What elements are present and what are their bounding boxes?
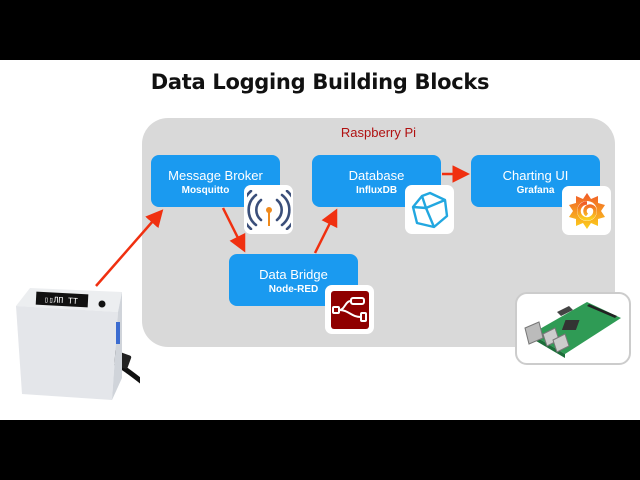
diagram-canvas: Data Logging Building Blocks Raspberry P…	[0, 60, 640, 420]
block-software: Mosquitto	[181, 185, 230, 196]
flow-arrows	[95, 165, 470, 287]
grafana-icon	[562, 186, 611, 235]
block-software: InfluxDB	[355, 185, 398, 196]
block-name: Database	[348, 168, 405, 183]
block-software: Node-RED	[268, 284, 319, 295]
arrow-device-to-broker	[95, 209, 164, 287]
block-name: Charting UI	[502, 168, 569, 183]
block-name: Data Bridge	[259, 267, 328, 282]
panel-label: Raspberry Pi	[340, 125, 417, 140]
oled-display	[35, 291, 89, 308]
mosquitto-icon	[244, 185, 293, 234]
node-red-icon	[325, 285, 374, 334]
diagram-title: Data Logging Building Blocks	[150, 70, 490, 94]
block-name: Message Broker	[168, 168, 263, 183]
svg-text:▯▯ЛП ТТ: ▯▯ЛП ТТ	[44, 295, 78, 306]
block-software: Grafana	[516, 185, 555, 196]
raspberry-pi-board	[515, 292, 631, 365]
arrow-bridge-to-database	[313, 208, 338, 254]
block-message-broker: Message Broker Mosquitto	[151, 155, 280, 207]
sensor-device: ▯▯ЛП ТТ	[16, 288, 140, 400]
arrow-broker-to-bridge	[221, 207, 246, 253]
influxdb-icon	[405, 185, 454, 234]
